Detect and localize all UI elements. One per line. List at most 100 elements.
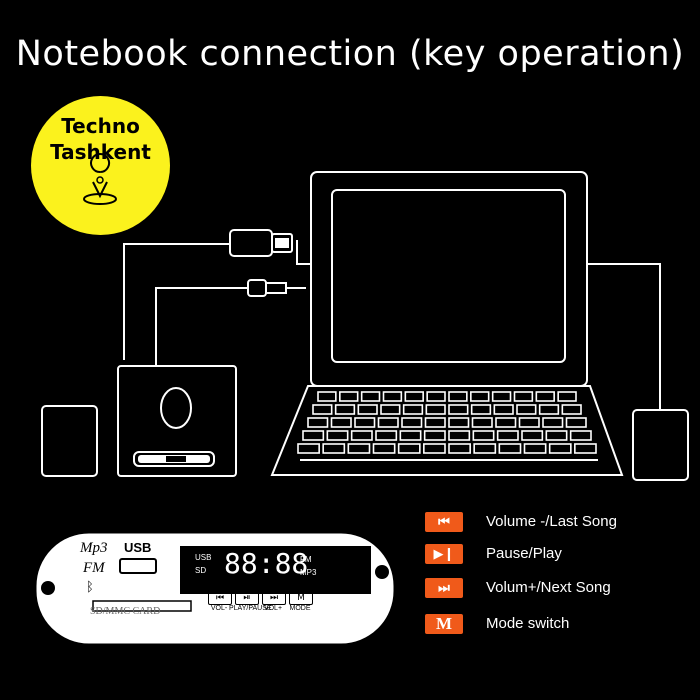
laptop-keyboard xyxy=(297,391,597,454)
legend-text-play: Pause/Play xyxy=(486,545,562,562)
keyboard-key xyxy=(496,430,519,441)
page-title: Notebook connection (key operation) xyxy=(15,34,685,74)
module-button-label-2: VOL+ xyxy=(263,605,283,612)
logo-line-2: Tashkent xyxy=(50,140,151,164)
play-pause-icon: ▶❙ xyxy=(425,544,463,564)
keyboard-key xyxy=(565,417,587,428)
keyboard-key xyxy=(377,417,399,428)
keyboard-key xyxy=(513,391,534,402)
keyboard-key xyxy=(516,404,537,415)
module-button-label-3: MODE xyxy=(289,605,311,612)
next-icon: ⏭ xyxy=(425,578,463,598)
module-display xyxy=(180,546,371,594)
keyboard-key xyxy=(518,417,540,428)
display-digits: 88:88 xyxy=(224,547,309,580)
usb-label: USB xyxy=(124,540,152,555)
keyboard-key xyxy=(402,404,424,415)
audio-cable xyxy=(155,287,248,365)
bluetooth-icon: ᛒ xyxy=(86,580,94,595)
display-sd: SD xyxy=(195,566,207,575)
location-pin-icon xyxy=(83,153,117,205)
keyboard-key xyxy=(471,417,493,428)
keyboard-key xyxy=(448,404,469,415)
keyboard-key xyxy=(424,417,446,428)
left-wire xyxy=(296,240,310,265)
keyboard-key xyxy=(307,417,329,428)
mp3-label: Mp3 xyxy=(80,540,108,556)
sd-card-slot xyxy=(92,600,192,612)
display-fm: FM xyxy=(300,555,312,564)
keyboard-key xyxy=(350,430,373,441)
keyboard-key xyxy=(312,404,333,415)
module-button-2: ⏭ xyxy=(262,591,286,605)
legend-text-prev: Volume -/Last Song xyxy=(486,513,617,530)
box-port xyxy=(160,387,192,429)
mode-icon: M xyxy=(425,614,463,634)
laptop-lid xyxy=(310,171,588,387)
legend-text-next: Volum+/Next Song xyxy=(486,579,611,596)
keyboard-key xyxy=(523,443,547,454)
keyboard-key xyxy=(354,417,376,428)
keyboard-key xyxy=(545,430,568,441)
keyboard-key xyxy=(521,430,544,441)
keyboard-key xyxy=(347,443,371,454)
keyboard-key xyxy=(448,430,471,441)
laptop-screen xyxy=(331,189,566,363)
mp3-module: ᛒ xyxy=(36,533,394,644)
keyboard-key xyxy=(397,443,421,454)
keyboard-key xyxy=(297,443,320,454)
keyboard-key xyxy=(535,391,555,402)
keyboard-key xyxy=(401,417,423,428)
keyboard-key xyxy=(542,417,564,428)
keyboard-key xyxy=(470,391,490,402)
keyboard-key xyxy=(448,443,471,454)
keyboard-key xyxy=(423,430,446,441)
keyboard-key xyxy=(561,404,582,415)
keyboard-key xyxy=(448,391,468,402)
module-button-label-0: VOL- xyxy=(210,605,228,612)
keyboard-key xyxy=(302,430,325,441)
logo-line-1: Techno xyxy=(61,114,140,138)
audio-plug xyxy=(247,279,267,297)
keyboard-key xyxy=(360,391,381,402)
keyboard-key xyxy=(472,430,495,441)
keyboard-key xyxy=(470,404,492,415)
fm-label: FM xyxy=(83,560,105,576)
keyboard-key xyxy=(404,391,424,402)
legend-text-mode: Mode switch xyxy=(486,615,570,632)
keyboard-key xyxy=(326,430,349,441)
laptop-base xyxy=(270,385,624,476)
keyboard-key xyxy=(380,404,401,415)
usb-port xyxy=(119,558,157,574)
usb-plug xyxy=(229,229,273,257)
keyboard-key xyxy=(426,391,446,402)
previous-icon: ⏮ xyxy=(425,512,463,532)
speaker-box xyxy=(117,365,237,477)
keyboard-key xyxy=(372,443,396,454)
keyboard-key xyxy=(574,443,597,454)
keyboard-key xyxy=(339,391,359,402)
keyboard-key xyxy=(491,391,512,402)
keyboard-key xyxy=(334,404,356,415)
keyboard-key xyxy=(548,443,572,454)
keyboard-key xyxy=(382,391,403,402)
keyboard-key xyxy=(375,430,398,441)
display-usb: USB xyxy=(195,553,212,562)
keyboard-key xyxy=(317,391,337,402)
usb-cable xyxy=(123,243,230,360)
keyboard-key xyxy=(473,443,497,454)
module-button-0: ⏮ xyxy=(208,591,232,605)
keyboard-key xyxy=(448,417,470,428)
keyboard-key xyxy=(498,443,522,454)
right-speaker xyxy=(632,409,689,481)
keyboard-key xyxy=(399,430,422,441)
module-button-label-1: PLAY/PAUSE xyxy=(229,605,272,612)
card-label: SD/MMC CARD xyxy=(90,606,161,617)
left-speaker xyxy=(41,405,98,477)
keyboard-key xyxy=(557,391,577,402)
display-mp3: MP3 xyxy=(300,568,317,577)
keyboard-key xyxy=(495,417,517,428)
module-button-1: ⏯ xyxy=(235,591,259,605)
keyboard-key xyxy=(425,404,446,415)
right-wire xyxy=(586,263,661,410)
